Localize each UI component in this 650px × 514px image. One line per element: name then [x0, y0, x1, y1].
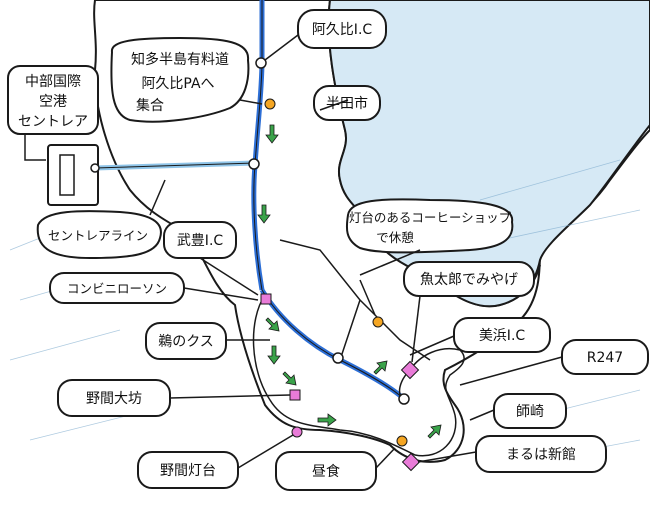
pink-square-icon: [400, 360, 420, 380]
centrair-line-edge: [94, 162, 256, 169]
label-aguhi-pa-1: 阿久比PAへ: [141, 76, 214, 92]
label-chubu-1: 中部国際: [25, 74, 81, 90]
orange-circle-icon: [396, 435, 408, 447]
label-chita-toll: 知多半島有料道: [131, 51, 229, 68]
green-arrow-icon: [373, 360, 388, 375]
green-arrow-icon: [317, 413, 337, 427]
label-aguhi-pa-2: 集合: [136, 97, 164, 114]
label-uotaro: 魚太郎でみやげ: [420, 272, 518, 288]
green-arrow-icon: [427, 424, 442, 439]
route-arrows: [257, 124, 442, 439]
label-ujiza: 鵜のクス: [158, 334, 214, 350]
label-noma-toudai: 野間灯台: [160, 463, 216, 479]
pink-circle-icon: [291, 426, 303, 438]
label-noma-obo: 野間大坊: [86, 391, 142, 407]
pink-square-icon: [260, 293, 272, 305]
label-conbini: コンビニローソン: [67, 281, 167, 296]
label-coffee-1: 灯台のあるコーヒーショップ: [349, 210, 512, 225]
label-centrair-line: セントレアライン: [48, 228, 148, 243]
label-morozaki: 師崎: [516, 404, 544, 420]
label-taketoyo-ic: 武豊I.C: [177, 233, 224, 249]
label-maruha: まるは新館: [506, 446, 576, 463]
junction-airport: [90, 163, 100, 173]
junction-minamichita: [398, 393, 410, 405]
label-r247: R247: [587, 350, 623, 366]
junction-centrair: [248, 158, 260, 170]
callout-pointers: [24, 34, 563, 469]
green-arrow-icon: [265, 124, 279, 144]
callout-shapes: [7, 9, 649, 491]
label-minamichita-ic: 美浜I.C: [479, 328, 526, 344]
pink-square-icon: [401, 452, 421, 472]
label-chubu-3: セントレア: [18, 114, 88, 130]
label-coffee-2: で休憩: [376, 230, 414, 245]
green-arrow-icon: [265, 317, 280, 332]
junction-mid: [332, 352, 344, 364]
junction-aguhi-ic: [255, 57, 267, 69]
green-arrow-icon: [267, 345, 281, 365]
orange-circle-icon: [372, 316, 384, 328]
green-arrow-icon: [257, 204, 271, 224]
coastal-loop-road: [252, 294, 465, 457]
label-chubu-2: 空港: [39, 94, 67, 110]
label-handa: 半田市: [326, 95, 368, 112]
green-arrow-icon: [282, 371, 297, 386]
label-aguhi-ic: 阿久比I.C: [312, 22, 373, 38]
orange-circle-icon: [264, 98, 276, 110]
label-lunch: 昼食: [312, 463, 340, 480]
cross-road: [279, 239, 431, 361]
centrair-runway: [59, 154, 75, 196]
pink-square-icon: [289, 389, 301, 401]
